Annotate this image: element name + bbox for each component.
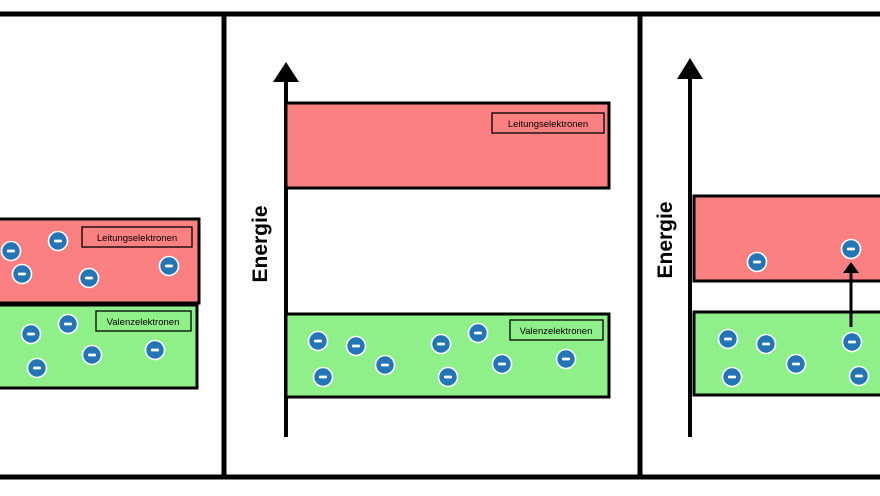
electron-icon (0, 240, 22, 262)
electron-icon (20, 323, 42, 345)
panel-frame (0, 11, 880, 480)
electron-icon (57, 313, 79, 335)
electron-icon (47, 230, 69, 252)
electron-icon (491, 353, 513, 375)
arrow-up-icon (273, 62, 299, 82)
arrow-up-icon (843, 262, 859, 273)
electron-icon (721, 366, 743, 388)
valence-label-box-left (95, 310, 192, 332)
electron-icon (11, 263, 33, 285)
electron-icon (374, 354, 396, 376)
valence-label-middle: Valenzelektronen (520, 326, 593, 337)
electron-icon (312, 366, 334, 388)
electron-icon (158, 255, 180, 277)
electron-icon (840, 238, 862, 260)
valence-label-box-middle (509, 319, 604, 341)
conduction-label-left: Leitungselektronen (97, 233, 177, 244)
excitation-arrow (843, 262, 859, 327)
electron-icon (81, 344, 103, 366)
arrow-up-icon (677, 58, 703, 79)
electron-icon (848, 365, 870, 387)
electron-icon (785, 353, 807, 375)
electron-icon (144, 339, 166, 361)
electron-icon (78, 267, 100, 289)
electron-icon (307, 330, 329, 352)
electron-icon (755, 333, 777, 355)
electron-icon (717, 328, 739, 350)
electron-icon (746, 251, 768, 273)
panel-middle: Energie Leitungselektronen Valenzelektro… (249, 62, 611, 437)
electron-icon (430, 333, 452, 355)
conduction-band-middle (284, 101, 611, 190)
electron-icon (345, 335, 367, 357)
conduction-label-box-middle (491, 112, 605, 134)
valence-label-left: Valenzelektronen (107, 317, 180, 328)
conduction-label-box-left (81, 226, 193, 248)
energy-label-right: Energie (654, 201, 677, 278)
panel-left: Leitungselektronen Valenzelektronen (0, 217, 201, 390)
conduction-label-middle: Leitungselektronen (508, 119, 588, 130)
energy-label-middle: Energie (249, 205, 272, 282)
electron-icon (437, 366, 459, 388)
electron-icon (26, 357, 48, 379)
electron-icon (841, 331, 863, 353)
electron-icon (555, 348, 577, 370)
panel-right: Energie (654, 58, 880, 437)
electron-icon (467, 322, 489, 344)
